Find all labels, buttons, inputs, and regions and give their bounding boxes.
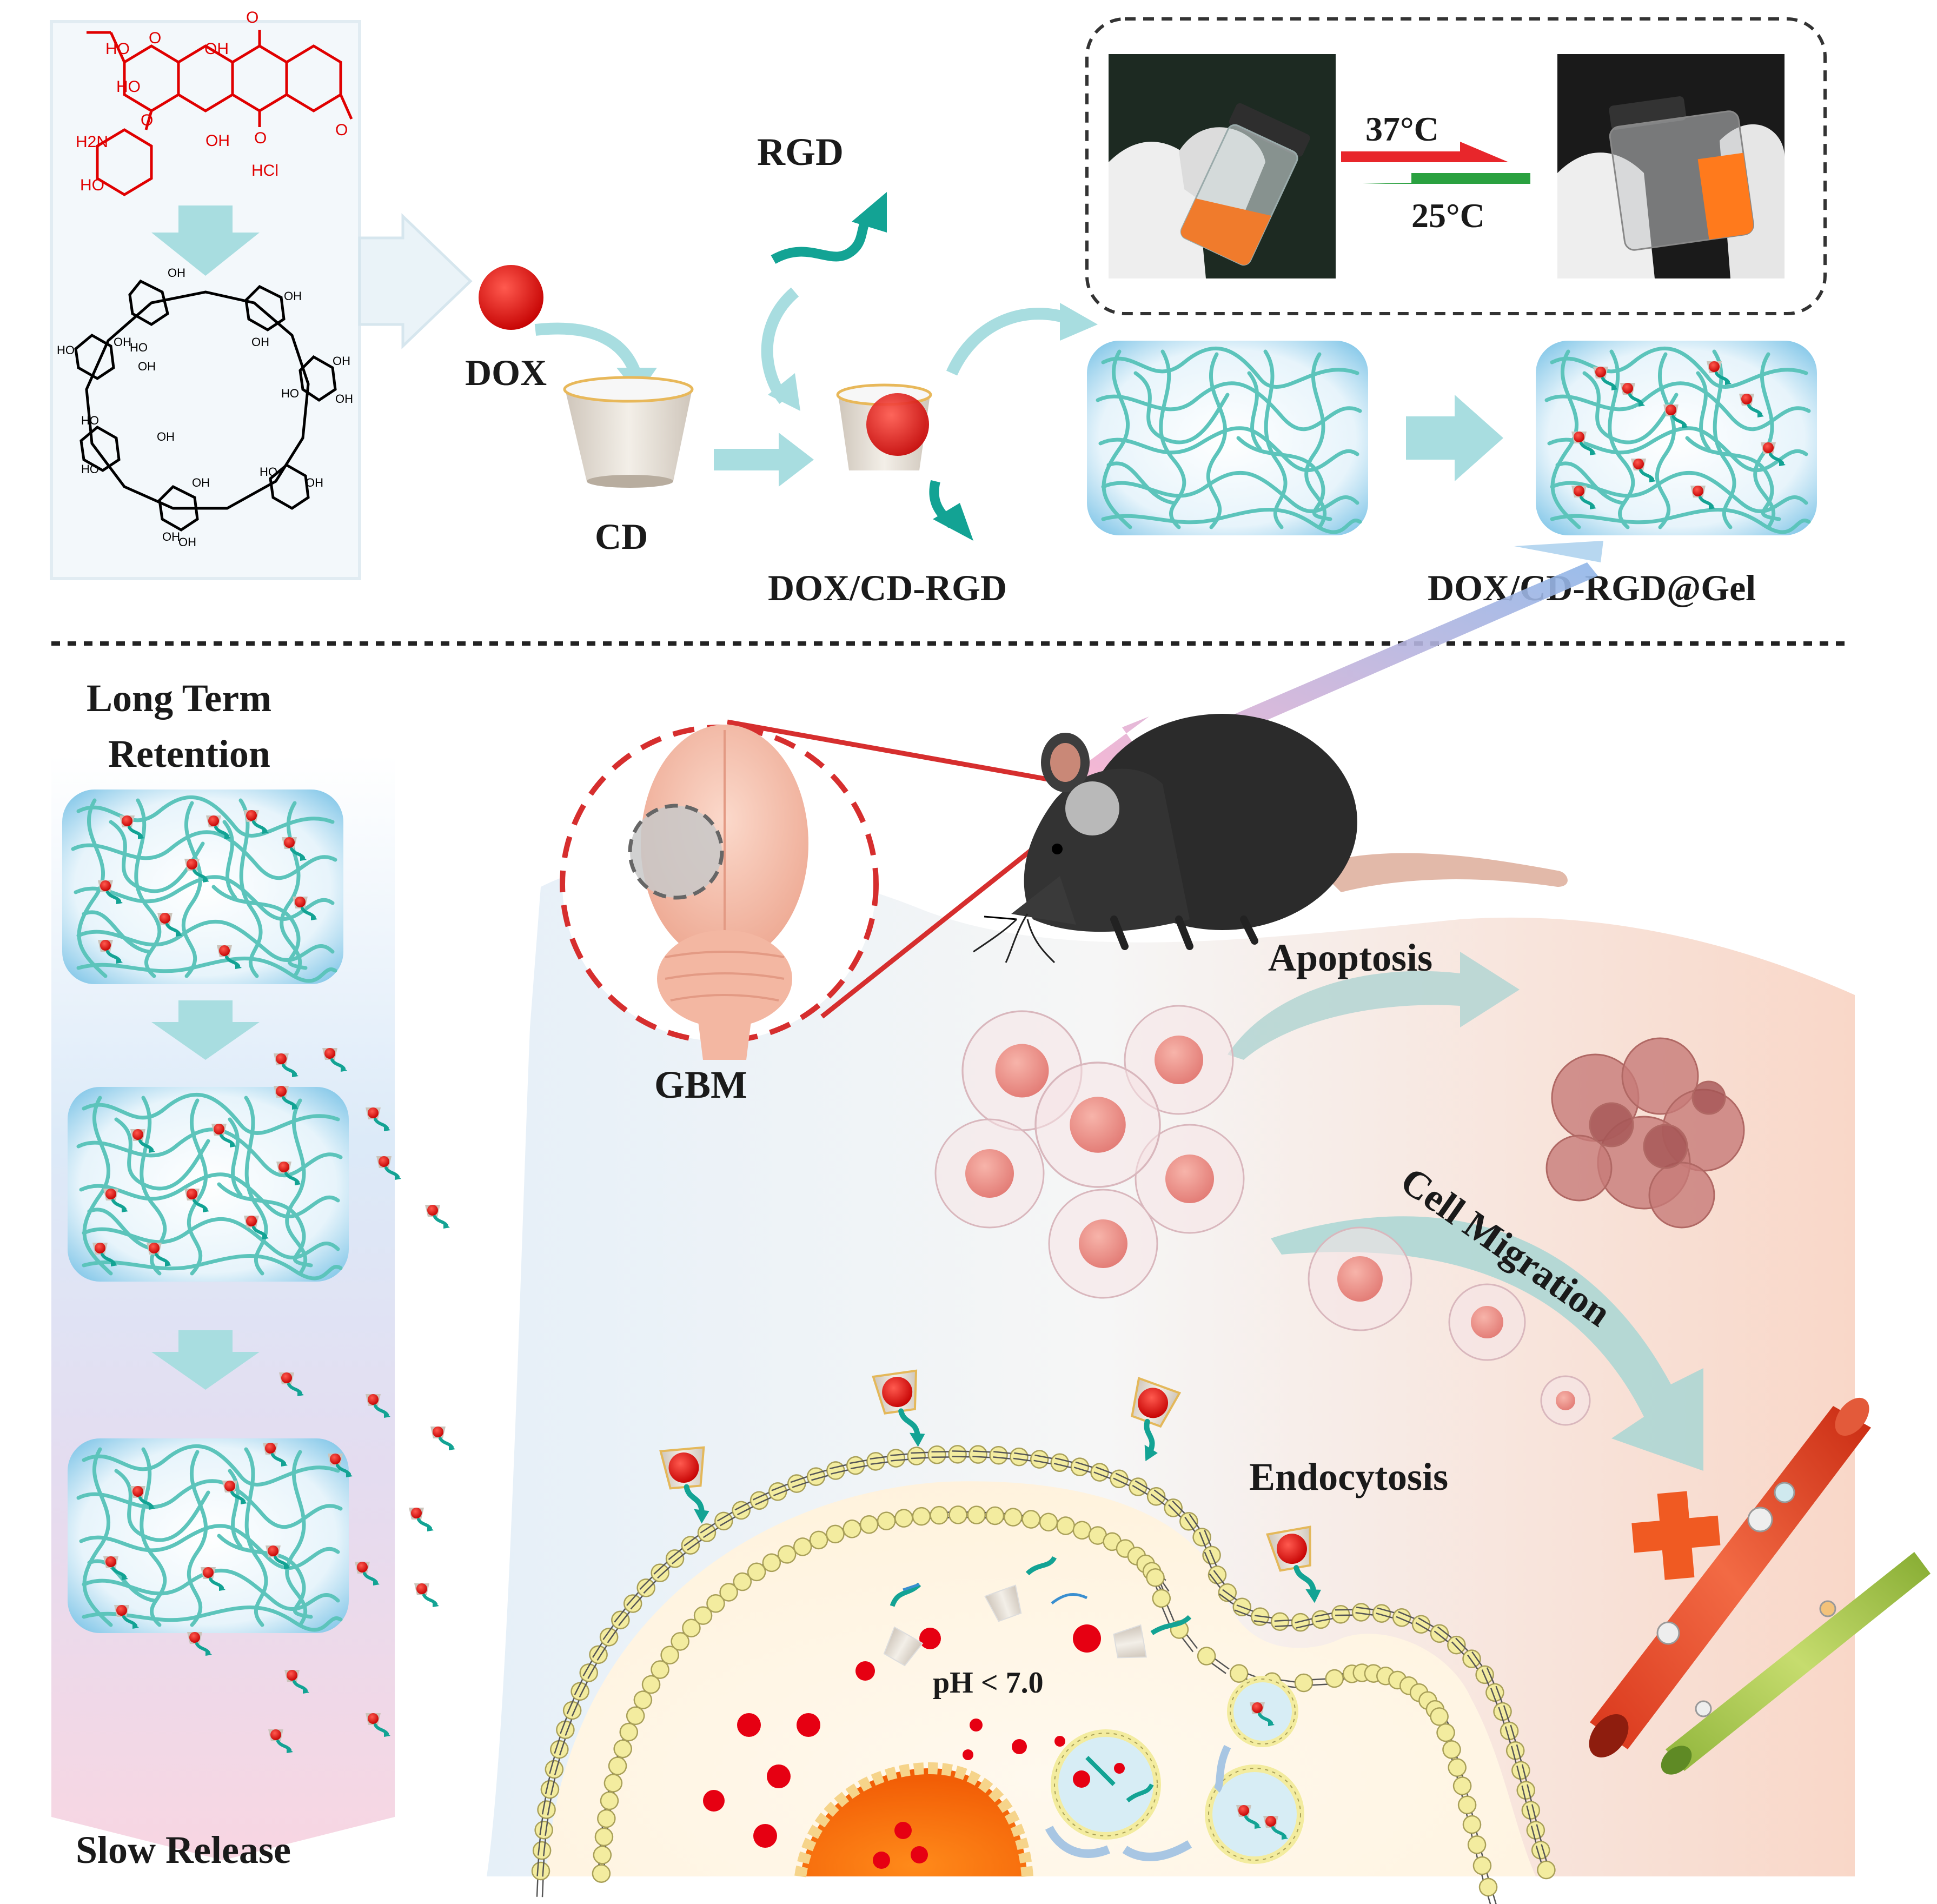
block-cross-icon <box>1631 1491 1721 1580</box>
svg-text:HCl: HCl <box>251 162 278 180</box>
right-arrow-icon <box>1406 395 1503 481</box>
drug-loaded-hydrogel-icon <box>1536 341 1817 535</box>
injection-arrow-icon <box>1065 541 1603 779</box>
slow-release-label: Slow Release <box>76 1828 291 1872</box>
svg-text:OH: OH <box>306 476 323 489</box>
svg-text:O: O <box>335 121 348 139</box>
curved-arrow-icon <box>946 308 1073 376</box>
large-right-arrow-icon <box>358 213 473 349</box>
rgd-arrow-icon <box>771 211 874 264</box>
svg-text:OH: OH <box>204 40 229 58</box>
lipid-head <box>1476 1875 1505 1904</box>
release-panel: Long Term Retention <box>51 676 455 1872</box>
endosome-icon <box>1045 1676 1304 1864</box>
right-arrow-icon <box>714 433 814 487</box>
svg-text:OH: OH <box>138 360 156 373</box>
down-arrow-icon <box>151 205 260 276</box>
cool-arrow-icon <box>1363 173 1530 184</box>
hydrogel-stage-1-icon <box>62 790 343 984</box>
curved-arrow-icon <box>534 322 641 376</box>
svg-text:OH: OH <box>335 392 353 406</box>
chemistry-panel: HO O OH O HO OH O H2N O HO O HCl OH <box>50 9 361 580</box>
brain-icon <box>641 725 808 1060</box>
vial-photo-liquid-icon <box>1109 54 1336 278</box>
svg-text:HO: HO <box>116 78 141 96</box>
vial-photo-gel-icon <box>1557 54 1785 278</box>
svg-text:OH: OH <box>251 335 269 349</box>
blood-vessel-icon <box>1589 1397 1931 1775</box>
dox-molecule-icon <box>479 265 543 330</box>
svg-text:OH: OH <box>157 430 175 443</box>
svg-text:OH: OH <box>168 266 185 280</box>
svg-text:HO: HO <box>130 341 148 354</box>
hydrogel-stage-2-icon <box>68 1087 349 1282</box>
migration-arrow-icon <box>1271 1216 1703 1471</box>
gbm-label: GBM <box>654 1063 747 1106</box>
svg-text:O: O <box>141 111 153 129</box>
svg-text:HO: HO <box>81 462 99 476</box>
hydrogel-network-icon <box>1087 341 1368 535</box>
ph-label: pH < 7.0 <box>933 1666 1044 1700</box>
hydrogel-stage-3-icon <box>68 1438 349 1633</box>
cytoplasm <box>546 1481 1536 1876</box>
temp-up-label: 37°C <box>1365 110 1439 148</box>
svg-text:O: O <box>254 129 267 147</box>
down-arrow-icon <box>151 1000 260 1060</box>
svg-text:HO: HO <box>260 465 277 479</box>
nucleus-icon <box>794 1762 1033 1878</box>
svg-text:HO: HO <box>105 40 130 58</box>
cyclodextrin-structure-icon <box>74 279 337 532</box>
svg-text:H2N: H2N <box>76 133 108 151</box>
cd-chem-labels: OH HO OH OH OH OH HO OH HO OH OH HO OH H… <box>57 266 353 549</box>
down-arrow-icon <box>151 1330 260 1390</box>
temp-down-label: 25°C <box>1411 196 1485 235</box>
svg-text:HO: HO <box>81 414 99 427</box>
cd-label: CD <box>595 516 648 557</box>
cyclodextrin-cup-icon <box>563 376 694 488</box>
tumor-site-icon <box>628 804 724 900</box>
dox-label: DOX <box>465 352 547 393</box>
svg-text:O: O <box>246 9 258 26</box>
migrating-cells-icon <box>1308 1226 1591 1426</box>
long-term-retention-label-line1: Long Term <box>87 676 271 720</box>
dox-cd-rgd-label: DOX/CD-RGD <box>768 567 1007 608</box>
dox-chem-labels: HO O OH O HO OH O H2N O HO O HCl <box>76 9 348 194</box>
free-dox-icon <box>703 1624 1101 1869</box>
endocytosis-label: Endocytosis <box>1249 1455 1448 1498</box>
svg-text:OH: OH <box>205 132 230 150</box>
svg-text:OH: OH <box>178 535 196 549</box>
long-term-retention-label-line2: Retention <box>108 732 270 775</box>
svg-text:HO: HO <box>281 387 299 400</box>
svg-text:HO: HO <box>80 176 104 194</box>
dox-structure-icon <box>87 30 353 196</box>
svg-text:OH: OH <box>333 354 350 368</box>
svg-text:OH: OH <box>162 530 180 543</box>
brain-zoom-icon <box>560 719 1062 1060</box>
lipid-head <box>530 1861 550 1898</box>
apoptotic-cells-icon <box>1545 1037 1745 1229</box>
dissociated-carriers-icon <box>883 1556 1192 1667</box>
svg-text:OH: OH <box>114 335 131 349</box>
dox-cd-rgd-complex-icon <box>836 383 973 541</box>
svg-text:O: O <box>149 29 161 47</box>
svg-text:OH: OH <box>284 289 302 303</box>
rgd-label: RGD <box>757 130 844 174</box>
heat-arrow-icon <box>1341 142 1509 162</box>
apoptosis-arrow-icon <box>1228 952 1520 1060</box>
temperature-transition-panel: 37°C 25°C <box>1085 17 1827 315</box>
svg-text:OH: OH <box>192 476 210 489</box>
svg-text:HO: HO <box>57 343 75 357</box>
mouse-icon <box>973 714 1568 964</box>
